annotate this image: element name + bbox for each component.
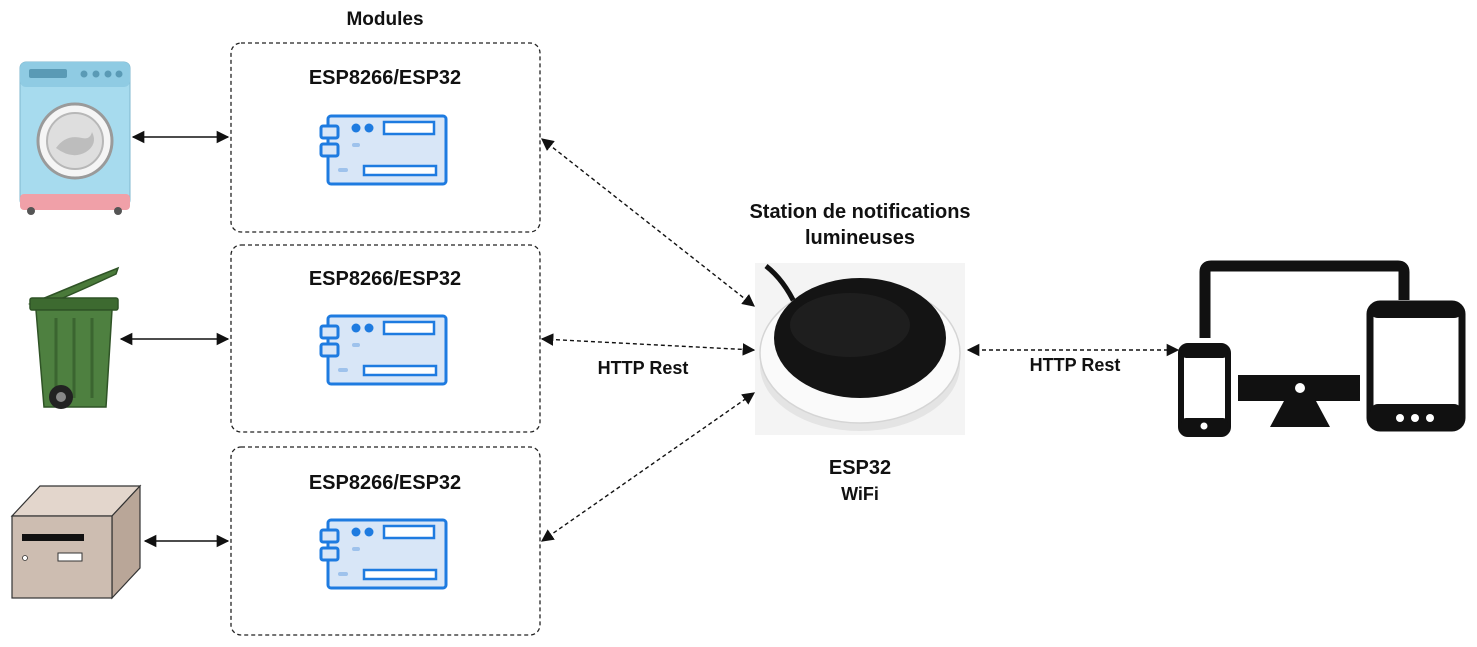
- module3-station-arrow: [540, 392, 756, 542]
- http-rest-label-clients: HTTP Rest: [1030, 355, 1121, 375]
- station-title-line1: Station de notifications: [749, 201, 970, 223]
- station-links: [540, 138, 1180, 542]
- responsive-devices-icon: [1178, 260, 1466, 437]
- module-2-title: ESP8266/ESP32: [309, 268, 461, 290]
- module-box-1: ESP8266/ESP32: [230, 42, 541, 233]
- module2-station-arrow: [540, 333, 756, 356]
- module-box-2: ESP8266/ESP32: [230, 244, 541, 433]
- trash-bin-icon: [28, 266, 120, 409]
- module-1-title: ESP8266/ESP32: [309, 67, 461, 89]
- http-rest-label-modules: HTTP Rest: [598, 358, 689, 378]
- module-box-3: ESP8266/ESP32: [230, 446, 541, 636]
- microcontroller-board-icon: [319, 518, 448, 590]
- device-links: [119, 130, 230, 548]
- module-3-title: ESP8266/ESP32: [309, 472, 461, 494]
- mailbox-icon: [10, 484, 142, 600]
- station-network-label: WiFi: [841, 484, 879, 504]
- washing-machine-icon: [19, 61, 131, 215]
- modules-header: Modules: [346, 9, 423, 30]
- light-station-icon: [755, 263, 965, 435]
- station-chip-label: ESP32: [829, 457, 891, 479]
- microcontroller-board-icon: [319, 314, 448, 386]
- microcontroller-board-icon: [319, 114, 448, 186]
- module1-station-arrow: [541, 138, 755, 307]
- station-title-line2: lumineuses: [805, 227, 915, 249]
